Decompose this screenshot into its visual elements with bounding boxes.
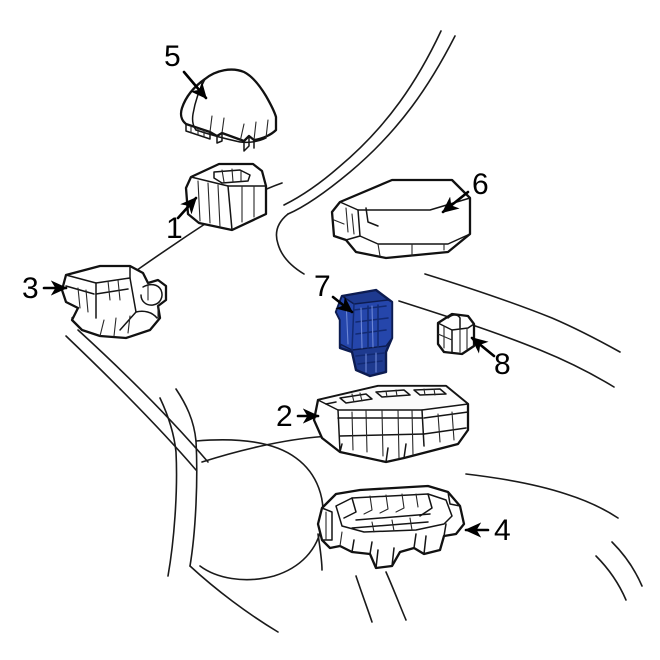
callout-label-5[interactable]: 5 bbox=[164, 40, 181, 73]
callout-leader-lines bbox=[42, 70, 496, 538]
leader-line-6 bbox=[441, 190, 470, 214]
leader-line-7 bbox=[331, 295, 354, 314]
callout-label-3[interactable]: 3 bbox=[22, 272, 39, 305]
callout-label-2[interactable]: 2 bbox=[276, 400, 293, 433]
part-2-engine-room-relay-block[interactable] bbox=[312, 384, 470, 464]
part-6-relay-block-lid[interactable] bbox=[330, 178, 472, 260]
callout-label-7[interactable]: 7 bbox=[314, 270, 331, 303]
leader-line-8 bbox=[470, 336, 496, 358]
callout-label-6[interactable]: 6 bbox=[472, 168, 489, 201]
leader-line-5 bbox=[182, 70, 208, 100]
leader-line-1 bbox=[176, 196, 198, 220]
part-8-small-relay-connector[interactable] bbox=[436, 312, 476, 356]
part-5-terminal-protective-cover[interactable] bbox=[179, 68, 278, 152]
part-4-junction-block-lower-tray[interactable] bbox=[316, 484, 466, 570]
callout-label-1[interactable]: 1 bbox=[166, 212, 183, 245]
callout-numbers: 5 1 3 6 7 8 2 4 bbox=[22, 40, 511, 547]
part-7-integration-relay-module[interactable] bbox=[334, 288, 394, 378]
part-3-junction-block-bracket[interactable] bbox=[60, 264, 168, 340]
callout-label-4[interactable]: 4 bbox=[494, 514, 511, 547]
part-1-junction-block-upper-cover[interactable] bbox=[184, 162, 268, 232]
callout-label-8[interactable]: 8 bbox=[494, 348, 511, 381]
